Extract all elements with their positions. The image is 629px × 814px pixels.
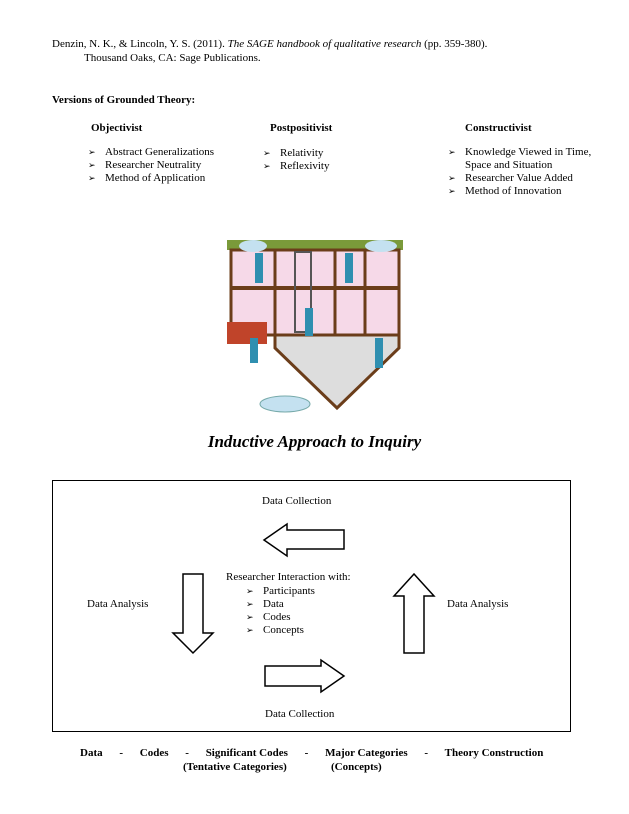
objectivist-title: Objectivist — [91, 122, 143, 134]
list-item: Relativity — [263, 147, 330, 160]
arrow-left-icon — [262, 522, 345, 558]
seq-concepts: (Concepts) — [331, 761, 382, 773]
seq-theory-construction: Theory Construction — [444, 747, 544, 759]
list-item: Codes — [246, 611, 315, 624]
citation-authors: Denzin, N. K., & Lincoln, Y. S. (2011). — [52, 38, 228, 50]
center-list: Participants Data Codes Concepts — [246, 585, 315, 637]
seq-sep: - — [119, 747, 124, 759]
list-item: Knowledge Viewed in Time, — [448, 146, 591, 159]
data-collection-bottom: Data Collection — [265, 708, 335, 720]
list-item: Method of Application — [88, 172, 214, 185]
seq-tentative-categories: (Tentative Categories) — [183, 761, 287, 773]
arrow-right-icon — [264, 658, 346, 694]
data-collection-top: Data Collection — [262, 495, 332, 507]
citation-title: The SAGE handbook of qualitative researc… — [227, 38, 422, 50]
seq-major-categories: Major Categories — [325, 747, 408, 759]
list-item: Abstract Generalizations — [88, 146, 214, 159]
citation-line-1: Denzin, N. K., & Lincoln, Y. S. (2011). … — [52, 38, 487, 50]
arrow-up-icon — [392, 572, 436, 654]
list-item: Reflexivity — [263, 160, 330, 173]
upside-down-house-illustration — [227, 240, 403, 413]
data-analysis-right: Data Analysis — [447, 598, 509, 610]
diagram-title: Inductive Approach to Inquiry — [207, 432, 422, 451]
constructivist-list: Knowledge Viewed in Time, Space and Situ… — [448, 146, 591, 198]
list-item: Participants — [246, 585, 315, 598]
postpositivist-list: Relativity Reflexivity — [263, 147, 330, 173]
citation-pages: (pp. 359-380). — [421, 38, 488, 50]
postpositivist-title: Postpositivist — [270, 122, 333, 134]
list-item: Researcher Value Added — [448, 172, 591, 185]
constructivist-title: Constructivist — [465, 122, 532, 134]
seq-sep: - — [185, 747, 189, 759]
seq-significant-codes: Significant Codes — [205, 747, 288, 759]
seq-codes: Codes — [139, 747, 169, 759]
list-item: Method of Innovation — [448, 185, 591, 198]
arrow-down-icon — [171, 573, 215, 655]
data-analysis-left: Data Analysis — [87, 598, 149, 610]
seq-sep: - — [304, 747, 309, 759]
sequence-row-1: Data - Codes - Significant Codes - Major… — [80, 747, 543, 759]
objectivist-list: Abstract Generalizations Researcher Neut… — [88, 146, 214, 185]
list-item: Space and Situation — [465, 159, 553, 171]
center-heading: Researcher Interaction with: — [226, 571, 351, 583]
versions-heading: Versions of Grounded Theory: — [52, 94, 196, 106]
list-item: Data — [246, 598, 315, 611]
seq-sep: - — [424, 747, 429, 759]
list-item: Researcher Neutrality — [88, 159, 214, 172]
inquiry-cycle-diagram — [52, 480, 571, 732]
list-item: Concepts — [246, 624, 315, 637]
citation-line-2: Thousand Oaks, CA: Sage Publications. — [84, 52, 261, 64]
seq-data: Data — [80, 747, 103, 759]
